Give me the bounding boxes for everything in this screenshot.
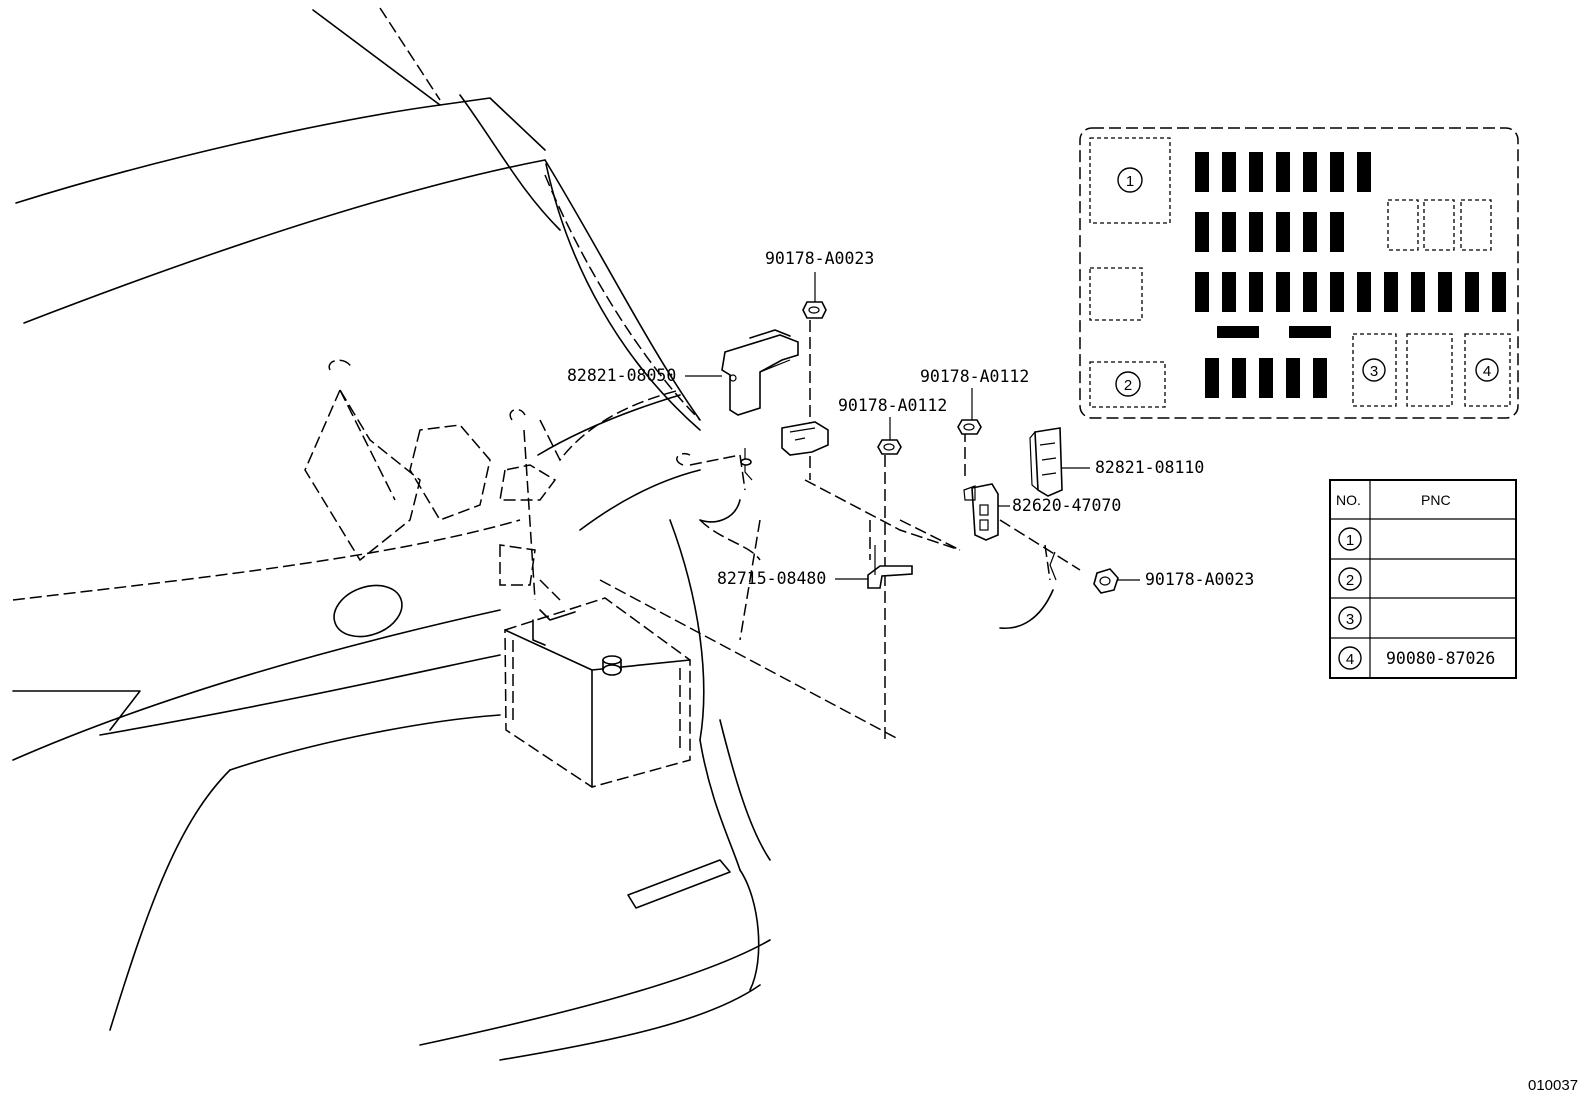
part-82821-08050 bbox=[721, 329, 799, 416]
part-82715-08480 bbox=[867, 545, 913, 589]
nut-90178-A0023-right bbox=[1093, 568, 1119, 594]
table-header-pnc: PNC bbox=[1421, 492, 1451, 508]
pnc-table: NO. PNC 1 2 3 4 90080-87026 bbox=[1329, 479, 1517, 679]
part-82620-47070 bbox=[963, 483, 1057, 581]
nut-90178-A0023-top bbox=[802, 301, 827, 319]
callout-90178-A0023-right: 90178-A0023 bbox=[1145, 570, 1254, 589]
callout-90178-A0023-top: 90178-A0023 bbox=[765, 249, 874, 268]
table-row-1-no: 1 bbox=[1346, 532, 1354, 549]
part-junction-block bbox=[740, 421, 829, 481]
vehicle-body-outline bbox=[12, 9, 1054, 1061]
table-row-2-no: 2 bbox=[1346, 572, 1354, 589]
callout-82620-47070: 82620-47070 bbox=[1012, 496, 1121, 515]
callout-90178-A0112-left: 90178-A0112 bbox=[838, 396, 947, 415]
part-82821-08110 bbox=[1029, 427, 1063, 497]
table-row-3-no: 3 bbox=[1346, 611, 1354, 628]
marker-3 bbox=[1362, 358, 1386, 382]
marker-3-label: 3 bbox=[1370, 363, 1378, 380]
nut-90178-A0112-left bbox=[877, 439, 902, 455]
battery bbox=[504, 597, 691, 788]
marker-4-label: 4 bbox=[1483, 363, 1491, 380]
callout-90178-A0112-right: 90178-A0112 bbox=[920, 367, 1029, 386]
table-row-4-pnc: 90080-87026 bbox=[1386, 649, 1495, 668]
marker-2-label: 2 bbox=[1124, 377, 1132, 394]
callout-82821-08110: 82821-08110 bbox=[1095, 458, 1204, 477]
fuse-box-inset: 1 2 3 4 bbox=[1079, 127, 1519, 419]
table-row-4-no: 4 bbox=[1346, 651, 1354, 668]
nut-90178-A0112-right bbox=[957, 419, 982, 435]
marker-2 bbox=[1115, 371, 1141, 397]
marker-1-label: 1 bbox=[1126, 173, 1134, 190]
callout-82821-08050: 82821-08050 bbox=[567, 366, 676, 385]
figure-id: 010037 bbox=[1528, 1077, 1578, 1094]
table-header-no: NO. bbox=[1336, 492, 1361, 508]
marker-4 bbox=[1475, 358, 1499, 382]
leader-lines bbox=[685, 272, 1140, 581]
phantom-outlines bbox=[12, 7, 1081, 741]
marker-1 bbox=[1117, 167, 1143, 193]
callout-82715-08480: 82715-08480 bbox=[717, 569, 826, 588]
